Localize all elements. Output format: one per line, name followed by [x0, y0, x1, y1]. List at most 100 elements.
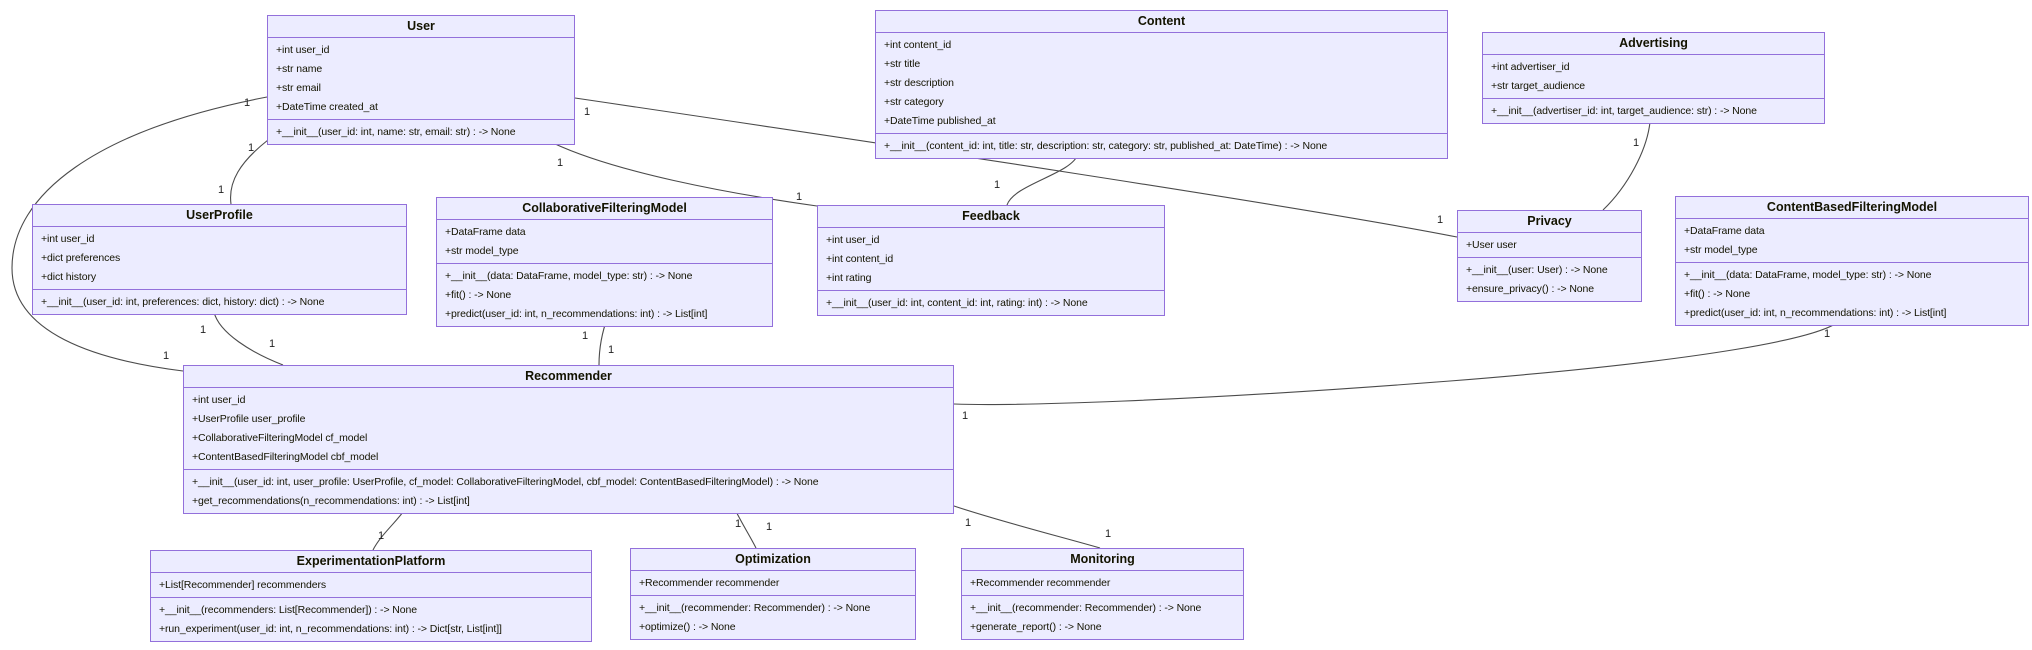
class-box-recommender: Recommender +int user_id +UserProfile user… [183, 365, 954, 514]
attribute-row: +int advertiser_id [1491, 60, 1570, 73]
method-row: +generate_report() : -> None [970, 620, 1102, 633]
method-row: +__init__(user_id: int, preferences: dic… [41, 295, 325, 308]
attribute-row: +dict history [41, 270, 97, 283]
multiplicity-label: 1 [962, 410, 968, 422]
attributes-section: +int user_id+dict preferences+dict histo… [33, 227, 406, 290]
method-row: +predict(user_id: int, n_recommendations… [1684, 306, 1947, 319]
class-box-optimization: Optimization+Recommender recommender +__i… [630, 548, 916, 640]
multiplicity-label: 1 [584, 106, 590, 118]
relationship-edge-user-recommender [11, 96, 268, 372]
attribute-row: +List[Recommender] recommenders [159, 578, 327, 591]
class-box-userprofile: UserProfile+int user_id+dict preferences… [32, 204, 407, 315]
attribute-row: +int rating [826, 271, 872, 284]
multiplicity-label: 1 [994, 179, 1000, 191]
method-row: +__init__(content_id: int, title: str, d… [884, 139, 1328, 152]
multiplicity-label: 1 [1824, 328, 1830, 340]
attribute-row: +ContentBasedFilteringModel cbf_model [192, 450, 379, 463]
method-row: +run_experiment(user_id: int, n_recommen… [159, 622, 502, 635]
class-title: ExperimentationPlatform [151, 551, 591, 573]
method-row: +__init__(recommender: Recommender) : ->… [639, 601, 871, 614]
multiplicity-label: 1 [608, 344, 614, 356]
method-row: +__init__(recommenders: List[Recommender… [159, 603, 417, 616]
attributes-section: +Recommender recommender [631, 571, 915, 596]
methods-section: +__init__(user_id: int, name: str, email… [268, 120, 574, 144]
method-row: +optimize() : -> None [639, 620, 736, 633]
multiplicity-label: 1 [248, 142, 254, 154]
attribute-row: +DateTime published_at [884, 114, 996, 127]
attribute-row: +UserProfile user_profile [192, 412, 306, 425]
methods-section: +__init__(data: DataFrame, model_type: s… [437, 264, 772, 326]
relationship-edge-recommender-monitoring [950, 504, 1101, 549]
multiplicity-label: 1 [1105, 528, 1111, 540]
attribute-row: +str description [884, 76, 954, 89]
attributes-section: +int user_id +int content_id +int rating [818, 228, 1164, 291]
class-box-contentbasedfilteringmodel: ContentBasedFilteringModel+DataFrame dat… [1675, 196, 2029, 326]
multiplicity-label: 1 [1437, 214, 1443, 226]
attribute-row: +str category [884, 95, 944, 108]
class-title: Monitoring [962, 549, 1243, 571]
attribute-row: +int user_id [41, 232, 95, 245]
multiplicity-label: 1 [965, 517, 971, 529]
attribute-row: +DataFrame data [445, 225, 526, 238]
attribute-row: +str name [276, 62, 323, 75]
attribute-row: +str target_audience [1491, 79, 1586, 92]
attribute-row: +int content_id [826, 252, 894, 265]
methods-section: +__init__(data: DataFrame, model_type: s… [1676, 263, 2028, 325]
multiplicity-label: 1 [735, 518, 741, 530]
class-title: ContentBasedFilteringModel [1676, 197, 2028, 219]
class-title: Content [876, 11, 1447, 33]
multiplicity-label: 1 [218, 184, 224, 196]
attribute-row: +Recommender recommender [970, 576, 1111, 589]
relationship-edge-content-feedback [1006, 153, 1079, 206]
method-row: +__init__(user_id: int, name: str, email… [276, 125, 516, 138]
method-row: +__init__(advertiser_id: int, target_aud… [1491, 104, 1757, 117]
attribute-row: +CollaborativeFilteringModel cf_model [192, 431, 368, 444]
multiplicity-label: 1 [557, 157, 563, 169]
attributes-section: +int advertiser_id +str target_audience [1483, 55, 1824, 99]
attribute-row: +int user_id [276, 43, 330, 56]
methods-section: +__init__(user_id: int, preferences: dic… [33, 290, 406, 314]
methods-section: +__init__(user_id: int, user_profile: Us… [184, 470, 953, 513]
class-box-feedback: Feedback+int user_id+int content_id+int … [817, 205, 1165, 316]
multiplicity-label: 1 [244, 97, 250, 109]
attribute-row: +str model_type [445, 244, 519, 257]
class-box-monitoring: Monitoring +Recommender recommender +__ini… [961, 548, 1244, 640]
method-row: +__init__(recommender: Recommender) : ->… [970, 601, 1202, 614]
attribute-row: +str title [884, 57, 921, 70]
attribute-row: +int user_id [192, 393, 246, 406]
class-title: Advertising [1483, 33, 1824, 55]
class-box-advertising: Advertising +int advertiser_id +str target… [1482, 32, 1825, 124]
methods-section: +__init__(user: User) : -> None+ensure_p… [1458, 258, 1641, 301]
class-box-user: User+int user_id+str name+str email+Date… [267, 15, 575, 145]
multiplicity-label: 1 [582, 330, 588, 342]
multiplicity-label: 1 [1633, 137, 1639, 149]
class-title: Feedback [818, 206, 1164, 228]
multiplicity-label: 1 [163, 350, 169, 362]
method-row: +get_recommendations(n_recommendations: … [192, 494, 470, 507]
attributes-section: +DataFrame data+str model_type [1676, 219, 2028, 263]
attribute-row: +int user_id [826, 233, 880, 246]
class-title: Optimization [631, 549, 915, 571]
methods-section: +__init__(recommenders: List[Recommender… [151, 598, 591, 641]
method-row: +predict(user_id: int, n_recommendations… [445, 307, 708, 320]
method-row: +__init__(data: DataFrame, model_type: s… [445, 269, 693, 282]
attributes-section: +int content_id+str title+str descriptio… [876, 33, 1447, 134]
method-row: +__init__(user_id: int, user_profile: Us… [192, 475, 819, 488]
attributes-section: +Recommender recommender [962, 571, 1243, 596]
method-row: +__init__(data: DataFrame, model_type: s… [1684, 268, 1932, 281]
attributes-section: +User user [1458, 233, 1641, 258]
attributes-section: +DataFrame data +str model_type [437, 220, 772, 264]
method-row: +fit() : -> None [445, 288, 512, 301]
class-title: Recommender [184, 366, 953, 388]
attribute-row: +DateTime created_at [276, 100, 378, 113]
class-title: UserProfile [33, 205, 406, 227]
relationship-edge-contentbasedfilteringmodel-recommender [953, 315, 1844, 406]
methods-section: +__init__(advertiser_id: int, target_aud… [1483, 99, 1824, 123]
method-row: +fit() : -> None [1684, 287, 1751, 300]
multiplicity-label: 1 [269, 338, 275, 350]
multiplicity-label: 1 [796, 191, 802, 203]
methods-section: +__init__(user_id: int, content_id: int,… [818, 291, 1164, 315]
relationship-edge-userprofile-recommender [213, 311, 284, 366]
attribute-row: +str email [276, 81, 321, 94]
